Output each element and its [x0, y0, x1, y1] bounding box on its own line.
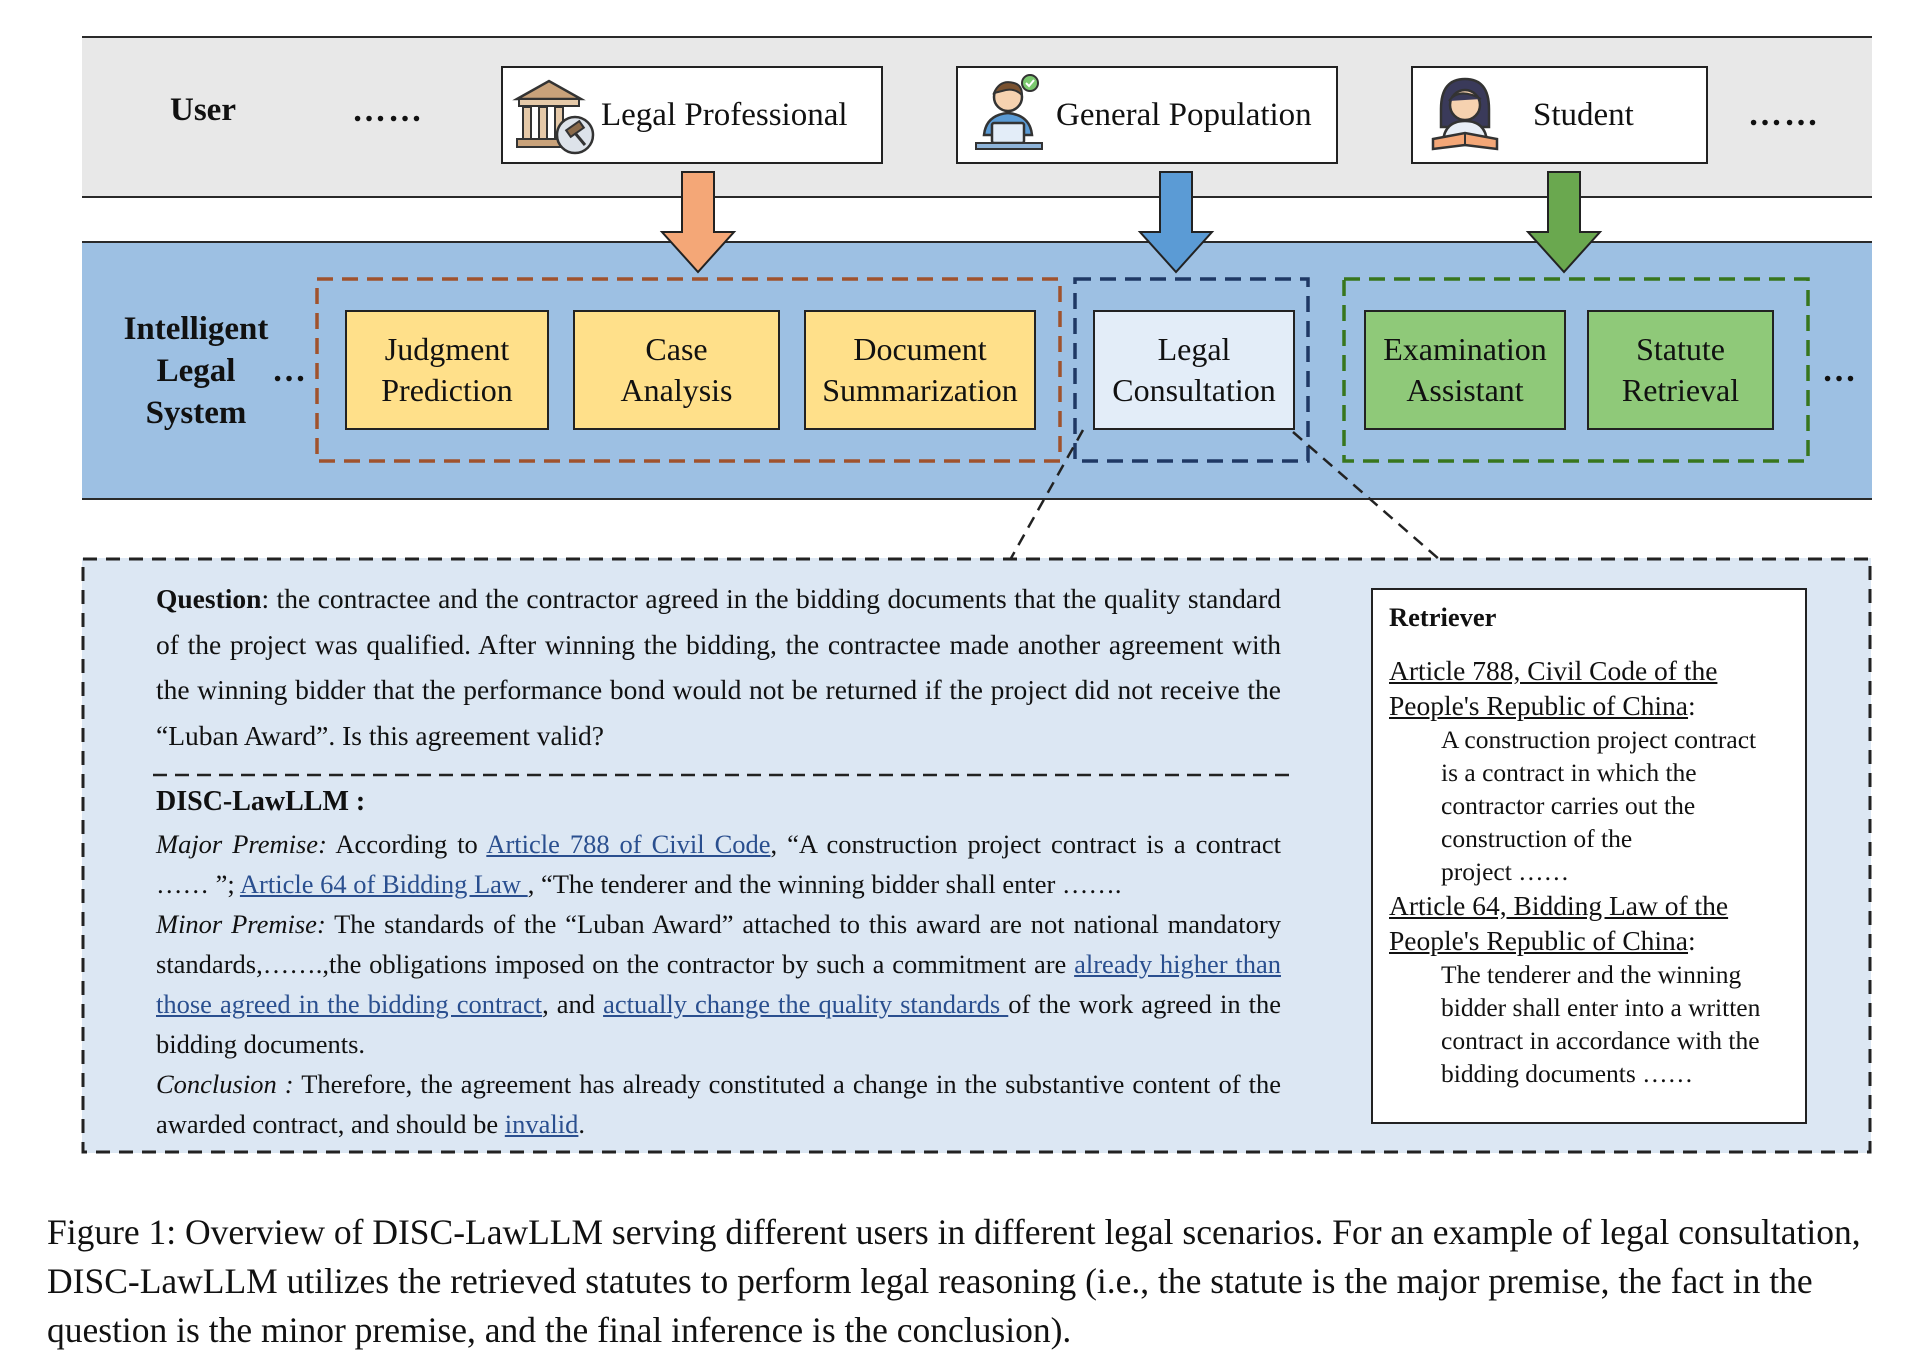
- task-document-summarization-line-1: Document: [853, 331, 987, 367]
- user-label: User: [170, 92, 236, 128]
- person-laptop-icon: [975, 74, 1043, 150]
- task-case-analysis-line-1: Case: [645, 331, 708, 367]
- task-examination-assistant-line-2: Assistant: [1406, 372, 1524, 408]
- retriever-article-788-title-line-2[interactable]: People's Republic of China: [1389, 690, 1689, 721]
- system-ellipsis-right: …: [1822, 352, 1858, 389]
- minor-premise-text-1: The standards of the “Luban Award” attac…: [156, 909, 1281, 979]
- major-premise-text-1: According to: [326, 829, 487, 859]
- retriever-article-64-title-line-2[interactable]: People's Republic of China: [1389, 925, 1689, 956]
- system-label: Intelligent Legal System: [106, 308, 286, 434]
- arrow-student: [1525, 171, 1603, 274]
- link-change-quality-standards[interactable]: actually change the quality standards: [603, 989, 1009, 1019]
- connector-line-right: [1292, 431, 1441, 561]
- user-ellipsis-left: ……: [352, 92, 424, 129]
- link-article-788[interactable]: Article 788 of Civil Code: [486, 829, 771, 859]
- task-judgment-prediction-line-2: Prediction: [381, 372, 513, 408]
- arrow-general: [1137, 171, 1215, 274]
- task-legal-consultation-line-1: Legal: [1157, 331, 1231, 367]
- retriever-article-64-colon: :: [1688, 925, 1696, 956]
- system-label-line-1: Intelligent: [123, 311, 269, 347]
- task-judgment-prediction-line-1: Judgment: [384, 331, 510, 367]
- user-legal-professional-label: Legal Professional: [601, 96, 848, 133]
- retriever-article-788-colon: :: [1688, 690, 1696, 721]
- conclusion-label: Conclusion :: [156, 1069, 294, 1099]
- question-text: : the contractee and the contractor agre…: [156, 583, 1281, 751]
- retriever-article-64-title-line-1[interactable]: Article 64, Bidding Law of the: [1389, 890, 1729, 921]
- retriever-article-788-text: A construction project contract is a con…: [1389, 723, 1805, 888]
- system-label-line-3: System: [145, 395, 247, 431]
- conclusion-text-2: .: [578, 1109, 586, 1139]
- minor-premise: Minor Premise: The standards of the “Lub…: [156, 904, 1281, 1064]
- figure-caption: Figure 1: Overview of DISC-LawLLM servin…: [47, 1212, 1861, 1350]
- student-reading-icon: [1431, 77, 1499, 151]
- task-examination-assistant-line-1: Examination: [1383, 331, 1547, 367]
- answer-block: DISC-LawLLM : Major Premise: According t…: [156, 782, 1281, 1144]
- courthouse-gavel-icon: [512, 79, 595, 155]
- group-consultation-outline: [1073, 277, 1310, 463]
- user-ellipsis-right: ……: [1748, 96, 1820, 133]
- arrow-professional: [659, 171, 737, 274]
- link-higher-standards[interactable]: already higher than those agreed in the …: [156, 949, 1281, 1019]
- question-label: Question: [156, 583, 262, 614]
- major-premise: Major Premise: According to Article 788 …: [156, 824, 1281, 904]
- retriever-title: Retriever: [1389, 602, 1497, 632]
- system-label-line-2: Legal: [156, 353, 236, 389]
- system-ellipsis-left: …: [272, 352, 308, 389]
- retriever-article-64-line: bidding documents ……: [1441, 1059, 1694, 1088]
- retriever-article-788-title-line-1[interactable]: Article 788, Civil Code of the: [1389, 655, 1718, 686]
- group-professional-outline: [315, 277, 1062, 463]
- user-general-population: General Population: [956, 66, 1338, 164]
- retriever-article-64-title: People's Republic of China :: [1389, 923, 1805, 958]
- task-document-summarization-line-2: Summarization: [822, 372, 1018, 408]
- detail-panel-outline: [81, 557, 1872, 1154]
- link-article-64[interactable]: Article 64 of Bidding Law: [239, 869, 528, 899]
- minor-premise-label: Minor Premise:: [156, 909, 326, 939]
- conclusion-text-1: Therefore, the agreement has already con…: [156, 1069, 1281, 1139]
- retriever-article-64-line: The tenderer and the winning: [1441, 960, 1742, 989]
- user-legal-professional: Legal Professional: [501, 66, 883, 164]
- major-premise-label: Major Premise:: [156, 829, 327, 859]
- answer-label: DISC-LawLLM :: [156, 786, 366, 817]
- task-case-analysis-line-2: Analysis: [620, 372, 733, 408]
- retriever-article-64-line: contract in accordance with the: [1441, 1026, 1760, 1055]
- user-student: Student: [1411, 66, 1708, 164]
- retriever-article-64-text: The tenderer and the winning bidder shal…: [1389, 958, 1805, 1090]
- major-premise-text-3: , “The tenderer and the winning bidder s…: [527, 869, 1122, 899]
- retriever-article-788-line: project ……: [1441, 857, 1570, 886]
- minor-premise-text-3: of the work agreed in the bidding docume…: [156, 989, 1281, 1059]
- conclusion: Conclusion : Therefore, the agreement ha…: [156, 1064, 1281, 1144]
- retriever-article-788-line: A construction project contract: [1441, 725, 1757, 754]
- retriever-box: Retriever Article 788, Civil Code of the…: [1371, 588, 1807, 1124]
- question-paragraph: Question: the contractee and the contrac…: [156, 576, 1281, 758]
- retriever-article-788-line: contractor carries out the: [1441, 791, 1696, 820]
- retriever-article-788-title: People's Republic of China :: [1389, 688, 1805, 723]
- group-student-outline: [1342, 277, 1810, 463]
- major-premise-text-2: , “A construction project contract is a …: [156, 829, 1281, 899]
- connector-line-left: [1008, 429, 1085, 561]
- link-invalid[interactable]: invalid: [504, 1109, 579, 1139]
- task-statute-retrieval-line-2: Retrieval: [1621, 372, 1740, 408]
- retriever-article-788-line: is a contract in which the: [1441, 758, 1697, 787]
- user-student-label: Student: [1533, 96, 1634, 133]
- minor-premise-text-2: , and: [542, 989, 604, 1019]
- retriever-article-788-line: construction of the: [1441, 824, 1633, 853]
- task-legal-consultation-line-2: Consultation: [1112, 372, 1276, 408]
- user-general-population-label: General Population: [1056, 96, 1312, 133]
- retriever-article-64-line: bidder shall enter into a written: [1441, 993, 1761, 1022]
- task-statute-retrieval-line-1: Statute: [1636, 331, 1725, 367]
